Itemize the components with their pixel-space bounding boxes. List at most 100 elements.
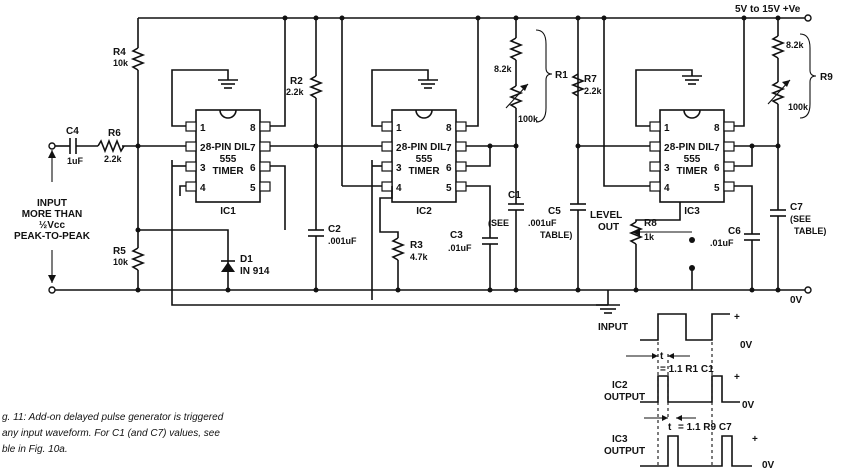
timing-input-label: INPUT [598,322,628,333]
timing-t2: t [668,422,672,433]
r5-value: 10k [113,257,129,267]
input-line2: MORE THAN [22,209,83,220]
r4-resistor [130,47,146,71]
c5-ref: C5 [548,206,561,217]
c6-ref: C6 [728,226,741,237]
ic1-pin1: 1 [200,123,206,134]
r1-pot-value: 100k [518,114,539,124]
ic3-pin1: 1 [664,123,670,134]
timing-ic2-label2: OUTPUT [604,392,645,403]
timing-ic3-label2: OUTPUT [604,446,645,457]
level-line1: LEVEL [590,210,622,221]
d1-ref: D1 [240,254,253,265]
r1-ref: R1 [555,70,568,81]
chassis-ground-icon [596,304,620,314]
r5-resistor [130,247,146,271]
ic3-pin4: 4 [664,183,670,194]
r3-value: 4.7k [410,252,429,262]
ground-icon-ic1 [218,79,238,89]
r9-fixed-resistor [770,35,786,59]
ic1-pin4: 4 [200,183,206,194]
c7-ref: C7 [790,202,803,213]
ic1-chip [185,109,271,203]
ic3-pin7: 7 [714,143,720,154]
input-line1: INPUT [37,198,67,209]
ic3-pin3: 3 [664,163,670,174]
ic2-line3: TIMER [408,166,440,177]
r1-bracket [535,29,553,123]
c6-capacitor [744,233,760,241]
ic2-line1: 8-PIN DIL [402,142,446,153]
r2-resistor [308,75,324,99]
c1-ref: C1 [508,190,521,201]
ic2-pin6: 6 [446,163,452,174]
ic1-line1: 8-PIN DIL [206,142,250,153]
ground-icon-ic3 [682,75,702,85]
r9-pot [770,81,786,105]
r6-value: 2.2k [104,154,123,164]
timing-diagram: INPUT + 0V t = 1.1 R1 C1 IC2 OUTPUT + 0V… [598,312,775,471]
caption-line1: g. 11: Add-on delayed pulse generator is… [2,412,224,423]
d1-diode [221,258,235,290]
c7-note2: TABLE) [794,226,826,236]
ic3-pin2: 2 [664,143,670,154]
ic1-pin3: 3 [200,163,206,174]
c3-ref: C3 [450,230,463,241]
ic2-pin3: 3 [396,163,402,174]
ic1-pin8: 8 [250,123,256,134]
r8-value: 1k [644,232,655,242]
timing-ic2-label1: IC2 [612,380,628,391]
c2-ref: C2 [328,224,341,235]
c2-capacitor [308,229,324,237]
r1-fixed-value: 8.2k [494,64,513,74]
r1-pot [508,85,524,109]
c7-capacitor [770,209,786,217]
ic3-name: IC3 [684,206,700,217]
ic2-waveform [640,375,740,403]
ic2-pin8: 8 [446,123,452,134]
ic2-pin1: 1 [396,123,402,134]
ground-label: 0V [790,295,803,306]
timing-eq2: = 1.1 R9 C7 [678,422,732,433]
r9-pot-value: 100k [788,102,809,112]
r6-ref: R6 [108,128,121,139]
c5-value: .001uF [528,218,557,228]
r5-ref: R5 [113,246,126,257]
ic3-line1: 8-PIN DIL [670,142,714,153]
timing-t1: t [660,351,664,362]
ic1-pin2: 2 [200,143,206,154]
c1-note2: TABLE) [540,230,572,240]
timing-zero-1: 0V [740,340,753,351]
ic3-waveform [640,435,752,467]
ic1-name: IC1 [220,206,236,217]
ic3-pin5: 5 [714,183,720,194]
r9-ref: R9 [820,72,833,83]
r1-fixed-resistor [508,37,524,61]
ic3-line3: TIMER [676,166,708,177]
r2-value: 2.2k [286,87,305,97]
ic2-chip [381,109,467,203]
ground-terminal [804,286,812,294]
r8-resistor [628,221,644,245]
ic1-line2: 555 [220,154,237,165]
ic2-name: IC2 [416,206,432,217]
r7-value: 2.2k [584,86,603,96]
input-waveform [640,313,730,341]
c3-value: .01uF [448,243,472,253]
return-wire-1 [171,160,608,306]
r9-fixed-value: 8.2k [786,40,805,50]
ic1-pin6: 6 [250,163,256,174]
timing-zero-3: 0V [762,460,775,471]
level-out-terminal [689,237,695,243]
ic1-line3: TIMER [212,166,244,177]
ic2-pin4: 4 [396,183,402,194]
ground-icon-ic2 [418,79,438,89]
c4-value: 1uF [67,156,84,166]
c2-value: .001uF [328,236,357,246]
c4-ref: C4 [66,126,79,137]
level-line2: OUT [598,222,619,233]
supply-label: 5V to 15V +Ve [735,4,801,15]
ic3-chip [649,109,735,203]
r3-ref: R3 [410,240,423,251]
